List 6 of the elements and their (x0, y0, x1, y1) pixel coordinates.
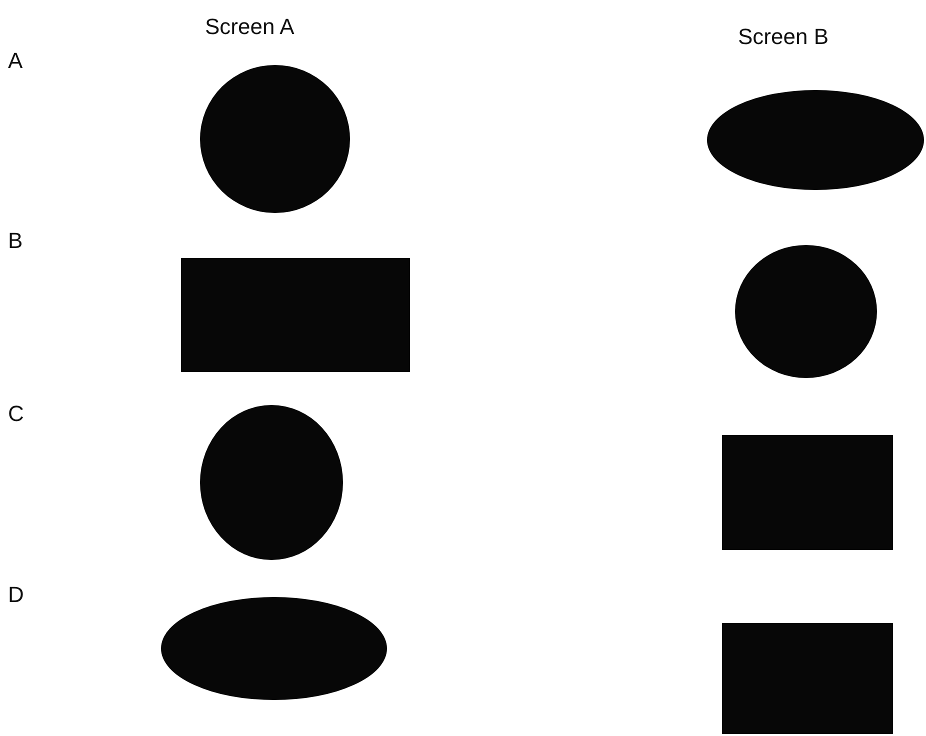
row-label: B (8, 230, 23, 252)
column-heading: Screen A (205, 16, 294, 38)
row-label: C (8, 403, 24, 425)
row-label: A (8, 50, 23, 72)
column-heading: Screen B (738, 26, 828, 48)
row-label: D (8, 584, 24, 606)
